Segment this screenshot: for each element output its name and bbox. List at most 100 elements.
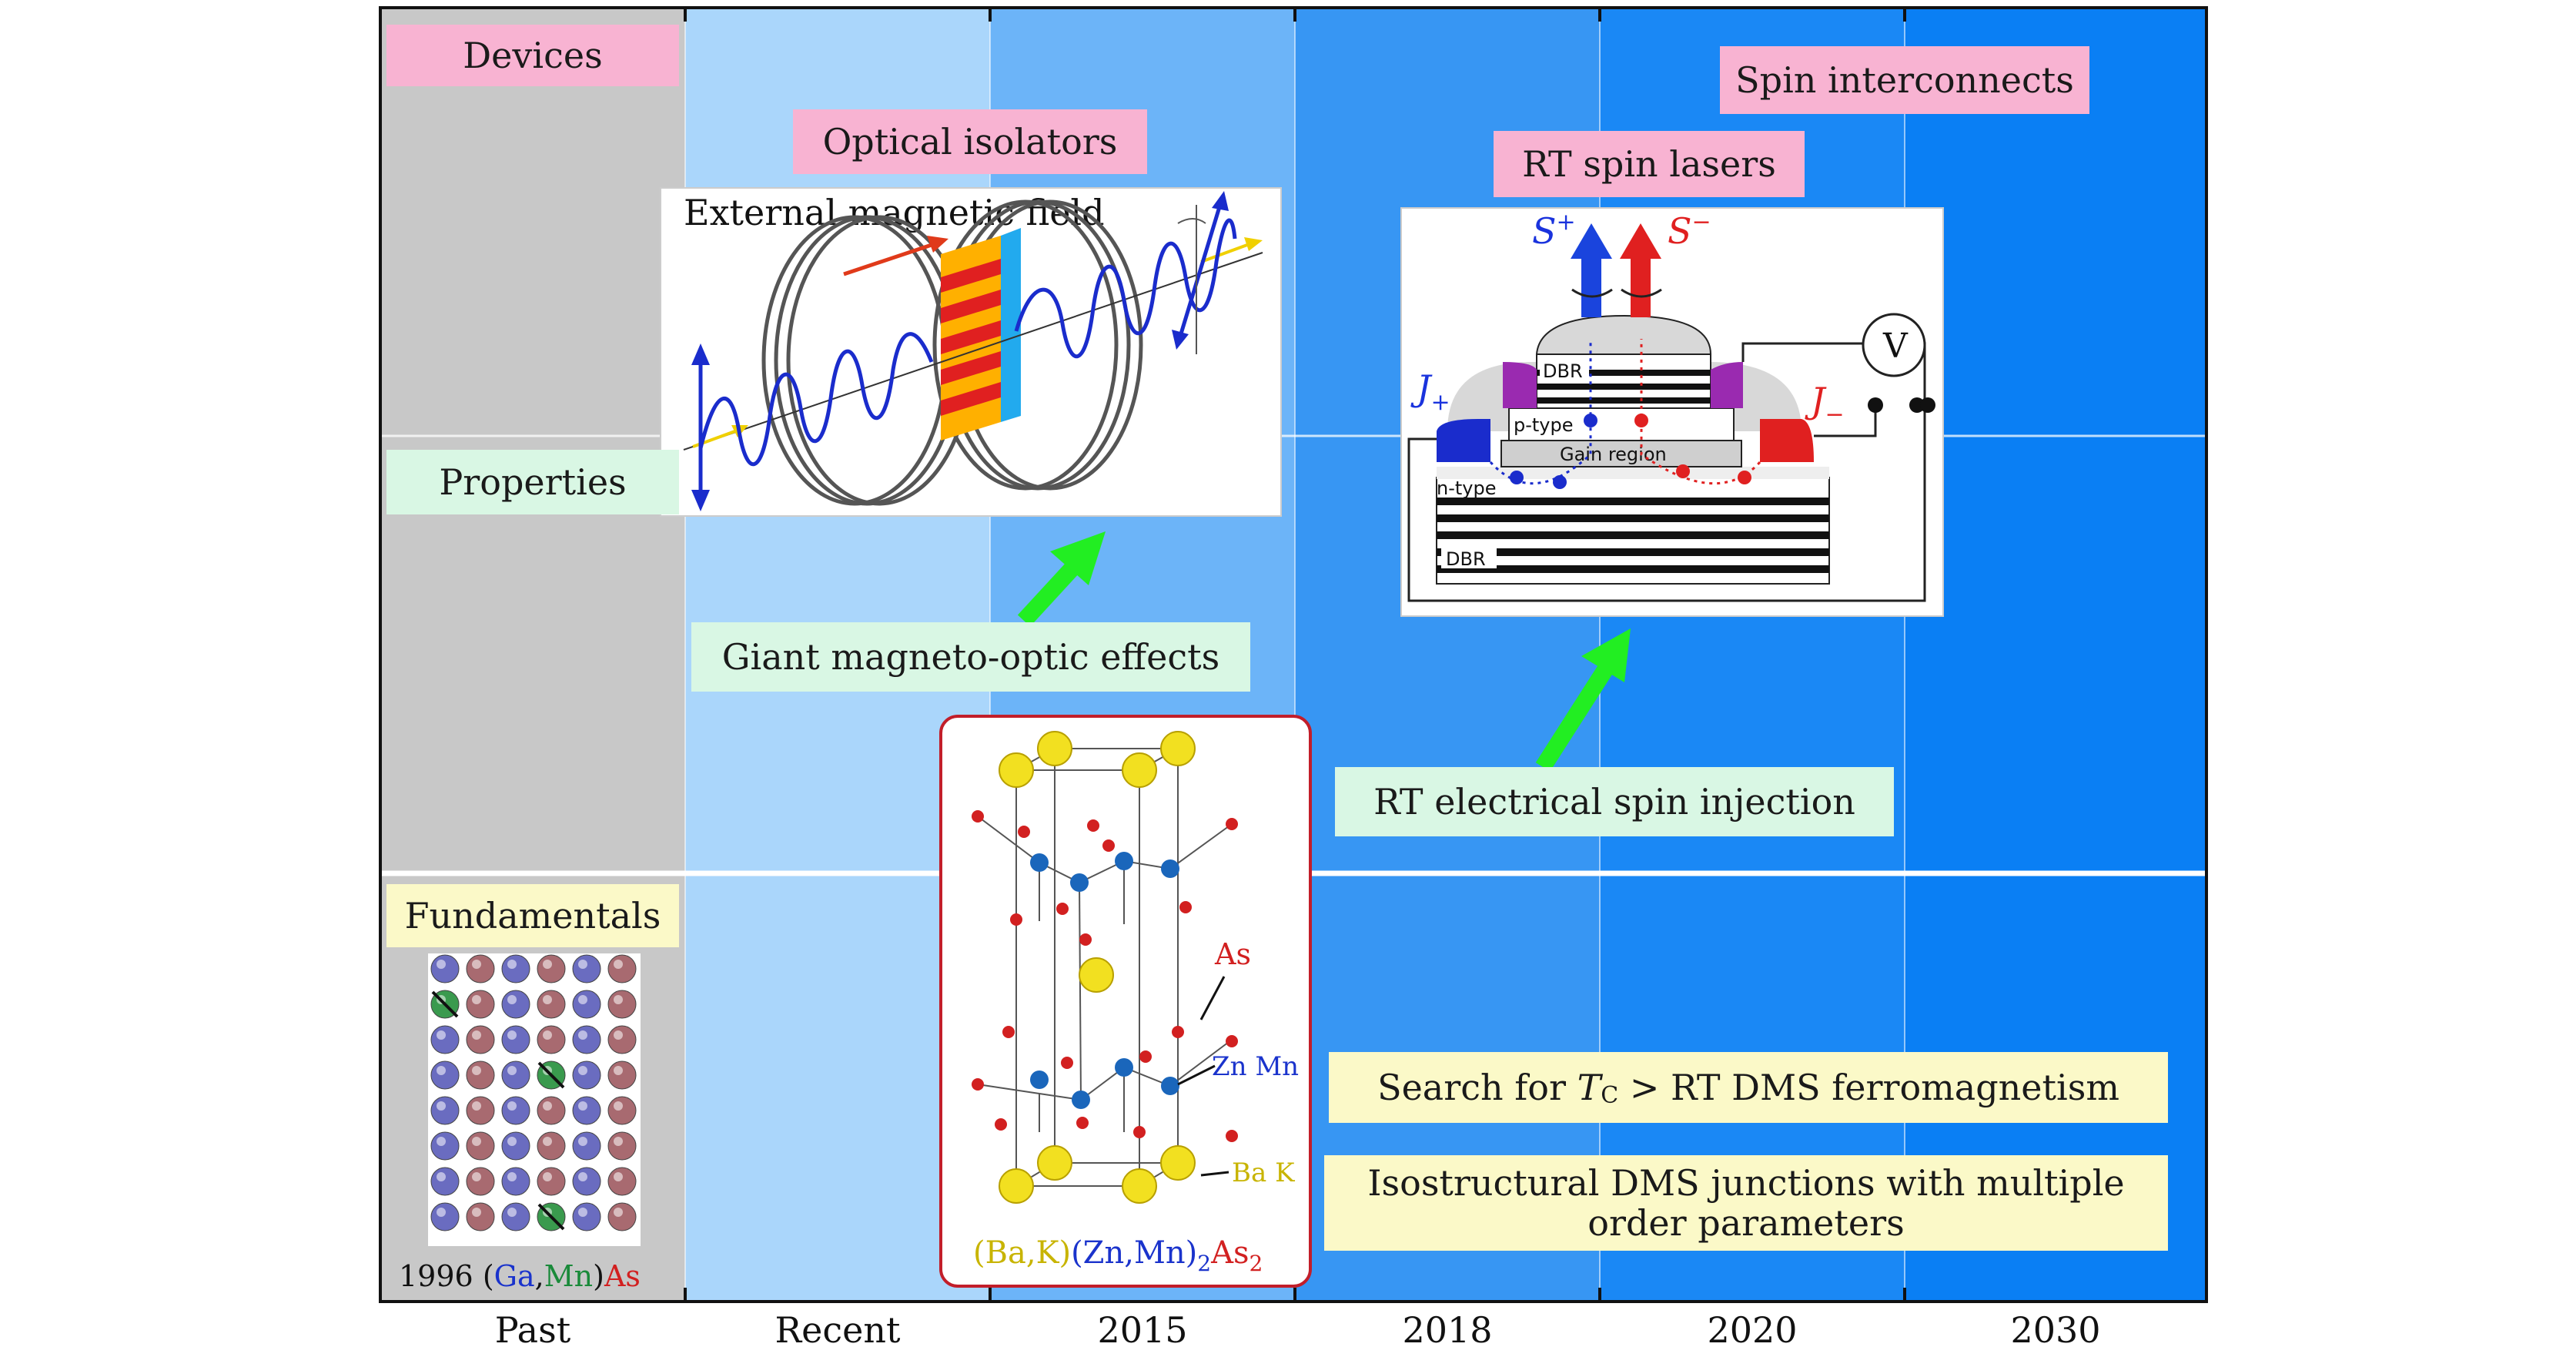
devices-row-label: Devices — [386, 25, 679, 86]
optical-isolators-label: Optical isolators — [793, 109, 1147, 174]
zn-mn-atoms — [1030, 852, 1179, 1109]
atom-highlight — [437, 1030, 446, 1040]
p-type-label: p-type — [1514, 414, 1574, 436]
atom-highlight — [578, 960, 587, 969]
atom-highlight — [507, 1208, 517, 1217]
as-atom — [466, 1167, 495, 1196]
ga-atom — [430, 1060, 460, 1090]
atom-highlight — [507, 1137, 517, 1146]
s-minus-label: S− — [1668, 209, 1711, 252]
ga-atom — [501, 1096, 530, 1125]
atom-highlight — [578, 995, 587, 1004]
ga-atom — [501, 1202, 530, 1231]
as-atom — [537, 1096, 566, 1125]
gain-region-label: Gain region — [1560, 444, 1667, 465]
atom-highlight — [437, 1137, 446, 1146]
atom-highlight — [578, 1030, 587, 1040]
isostructural-line-2: order parameters — [1587, 1202, 1905, 1244]
as-atom — [466, 1202, 495, 1231]
atom-highlight — [437, 1101, 446, 1111]
bottom-dbr-stripes — [1437, 498, 1829, 573]
atom-highlight — [543, 1030, 552, 1040]
atom-highlight — [472, 1066, 481, 1075]
x-axis-ticks — [684, 8, 1906, 1302]
search-tc-prefix: Search for — [1377, 1067, 1577, 1108]
as-atom — [537, 954, 566, 983]
as-atom — [466, 1131, 495, 1161]
atom-highlight — [578, 1101, 587, 1111]
atom-highlight — [472, 1137, 481, 1146]
ga-atom — [501, 990, 530, 1019]
atom-highlight — [437, 1172, 446, 1181]
ga-atom — [430, 1202, 460, 1231]
isostructural-line-1: Isostructural DMS junctions with multipl… — [1367, 1162, 2125, 1204]
atom-highlight — [543, 995, 552, 1004]
atom-highlight — [472, 960, 481, 969]
voltmeter — [1862, 313, 1926, 377]
atom-highlight — [507, 1066, 517, 1075]
ga-atom — [572, 1131, 601, 1161]
as-atom — [466, 1096, 495, 1125]
spin-interconnects-label: Spin interconnects — [1720, 46, 2089, 114]
atom-highlight — [614, 1066, 623, 1075]
s-plus-label: S+ — [1532, 209, 1576, 252]
atom-highlight — [472, 1172, 481, 1181]
as-atom — [537, 1167, 566, 1196]
atom-highlight — [437, 1066, 446, 1075]
ga-atom — [501, 954, 530, 983]
atom-highlight — [507, 995, 517, 1004]
external-field-title: External magnetic field — [684, 192, 1105, 233]
ga-atom — [572, 1096, 601, 1125]
ga-atom — [430, 1025, 460, 1054]
zn-mn-label: Zn Mn — [1212, 1051, 1299, 1082]
atom-highlight — [578, 1208, 587, 1217]
optical-isolator-figure: External magnetic field — [660, 187, 1282, 517]
isostructural-junctions-label: Isostructural DMS junctions with multipl… — [1324, 1155, 2168, 1251]
mn-spin-arrow — [537, 1203, 565, 1231]
properties-row-label: Properties — [386, 450, 679, 514]
as-atom — [537, 1131, 566, 1161]
mn-spin-arrow — [431, 990, 459, 1018]
atom-highlight — [543, 960, 552, 969]
ga-atom — [572, 1202, 601, 1231]
atom-highlight — [614, 960, 623, 969]
as-atom — [466, 990, 495, 1019]
as-atom — [607, 954, 637, 983]
atom-highlight — [578, 1172, 587, 1181]
fundamentals-row-label: Fundamentals — [386, 884, 679, 947]
ga-atom — [501, 1131, 530, 1161]
mn-spin-arrow — [537, 1061, 565, 1089]
rt-electrical-spin-injection-label: RT electrical spin injection — [1335, 767, 1894, 836]
atom-highlight — [507, 1172, 517, 1181]
ga-atom — [572, 954, 601, 983]
x-tick-2020: 2020 — [1707, 1309, 1798, 1351]
dbr-bottom-label: DBR — [1446, 548, 1486, 570]
atom-highlight — [543, 1172, 552, 1181]
ga-atom — [572, 1025, 601, 1054]
atom-highlight — [614, 995, 623, 1004]
lattice-atoms — [430, 954, 637, 1231]
crystal-structure-figure: As Zn Mn Ba K (Ba,K)(Zn,Mn)2As2 — [939, 715, 1312, 1288]
atom-highlight — [472, 995, 481, 1004]
ga-atom — [430, 1131, 460, 1161]
as-atom — [466, 954, 495, 983]
ga-atom — [430, 1167, 460, 1196]
n-type-label: n-type — [1437, 477, 1496, 499]
atom-highlight — [614, 1137, 623, 1146]
ga-atom — [430, 1096, 460, 1125]
rt-spin-lasers-label: RT spin lasers — [1494, 131, 1805, 197]
search-tc-subscript: C — [1601, 1081, 1619, 1109]
ga-atom — [501, 1167, 530, 1196]
atom-highlight — [578, 1137, 587, 1146]
progress-arrows — [1017, 531, 1631, 772]
ga-atom — [572, 990, 601, 1019]
atom-highlight — [472, 1208, 481, 1217]
ga-atom — [430, 954, 460, 983]
ga-atom — [572, 1167, 601, 1196]
gamnas-caption: 1996 (Ga,Mn)As — [399, 1259, 641, 1293]
as-atom — [537, 1025, 566, 1054]
ga-atom — [501, 1025, 530, 1054]
x-tick-2018: 2018 — [1402, 1309, 1493, 1351]
atom-highlight — [543, 1101, 552, 1111]
